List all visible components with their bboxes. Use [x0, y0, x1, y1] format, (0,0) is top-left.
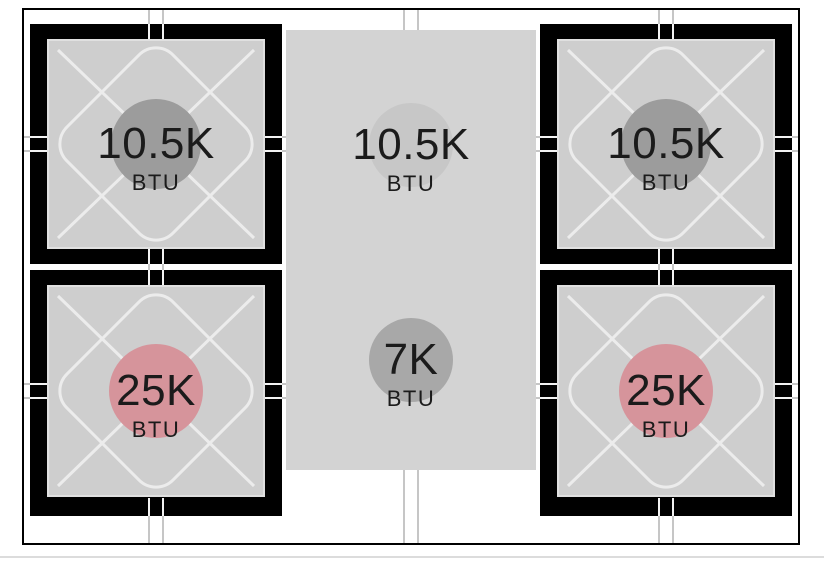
- burner-module-top-left: 10.5K BTU: [30, 24, 282, 264]
- burner-circle: [369, 318, 453, 402]
- burner-circle: [111, 99, 201, 189]
- burner-circle: [369, 103, 453, 187]
- burner-grate-icon: [30, 270, 282, 516]
- burner-module-top-right: 10.5K BTU: [540, 24, 792, 264]
- burner-grate-icon: [540, 24, 792, 264]
- range-front-divider: [0, 556, 824, 558]
- center-griddle: 10.5K BTU 7K BTU: [286, 30, 536, 470]
- burner-circle: [109, 344, 203, 438]
- burner-circle: [619, 344, 713, 438]
- cooktop-frame: 10.5K BTU: [22, 8, 800, 545]
- burner-circle: [621, 99, 711, 189]
- burner-grate-icon: [540, 270, 792, 516]
- burner-grate-icon: [30, 24, 282, 264]
- griddle-burner-circles: [369, 103, 453, 402]
- burner-module-bottom-right: 25K BTU: [540, 270, 792, 516]
- burner-module-bottom-left: 25K BTU: [30, 270, 282, 516]
